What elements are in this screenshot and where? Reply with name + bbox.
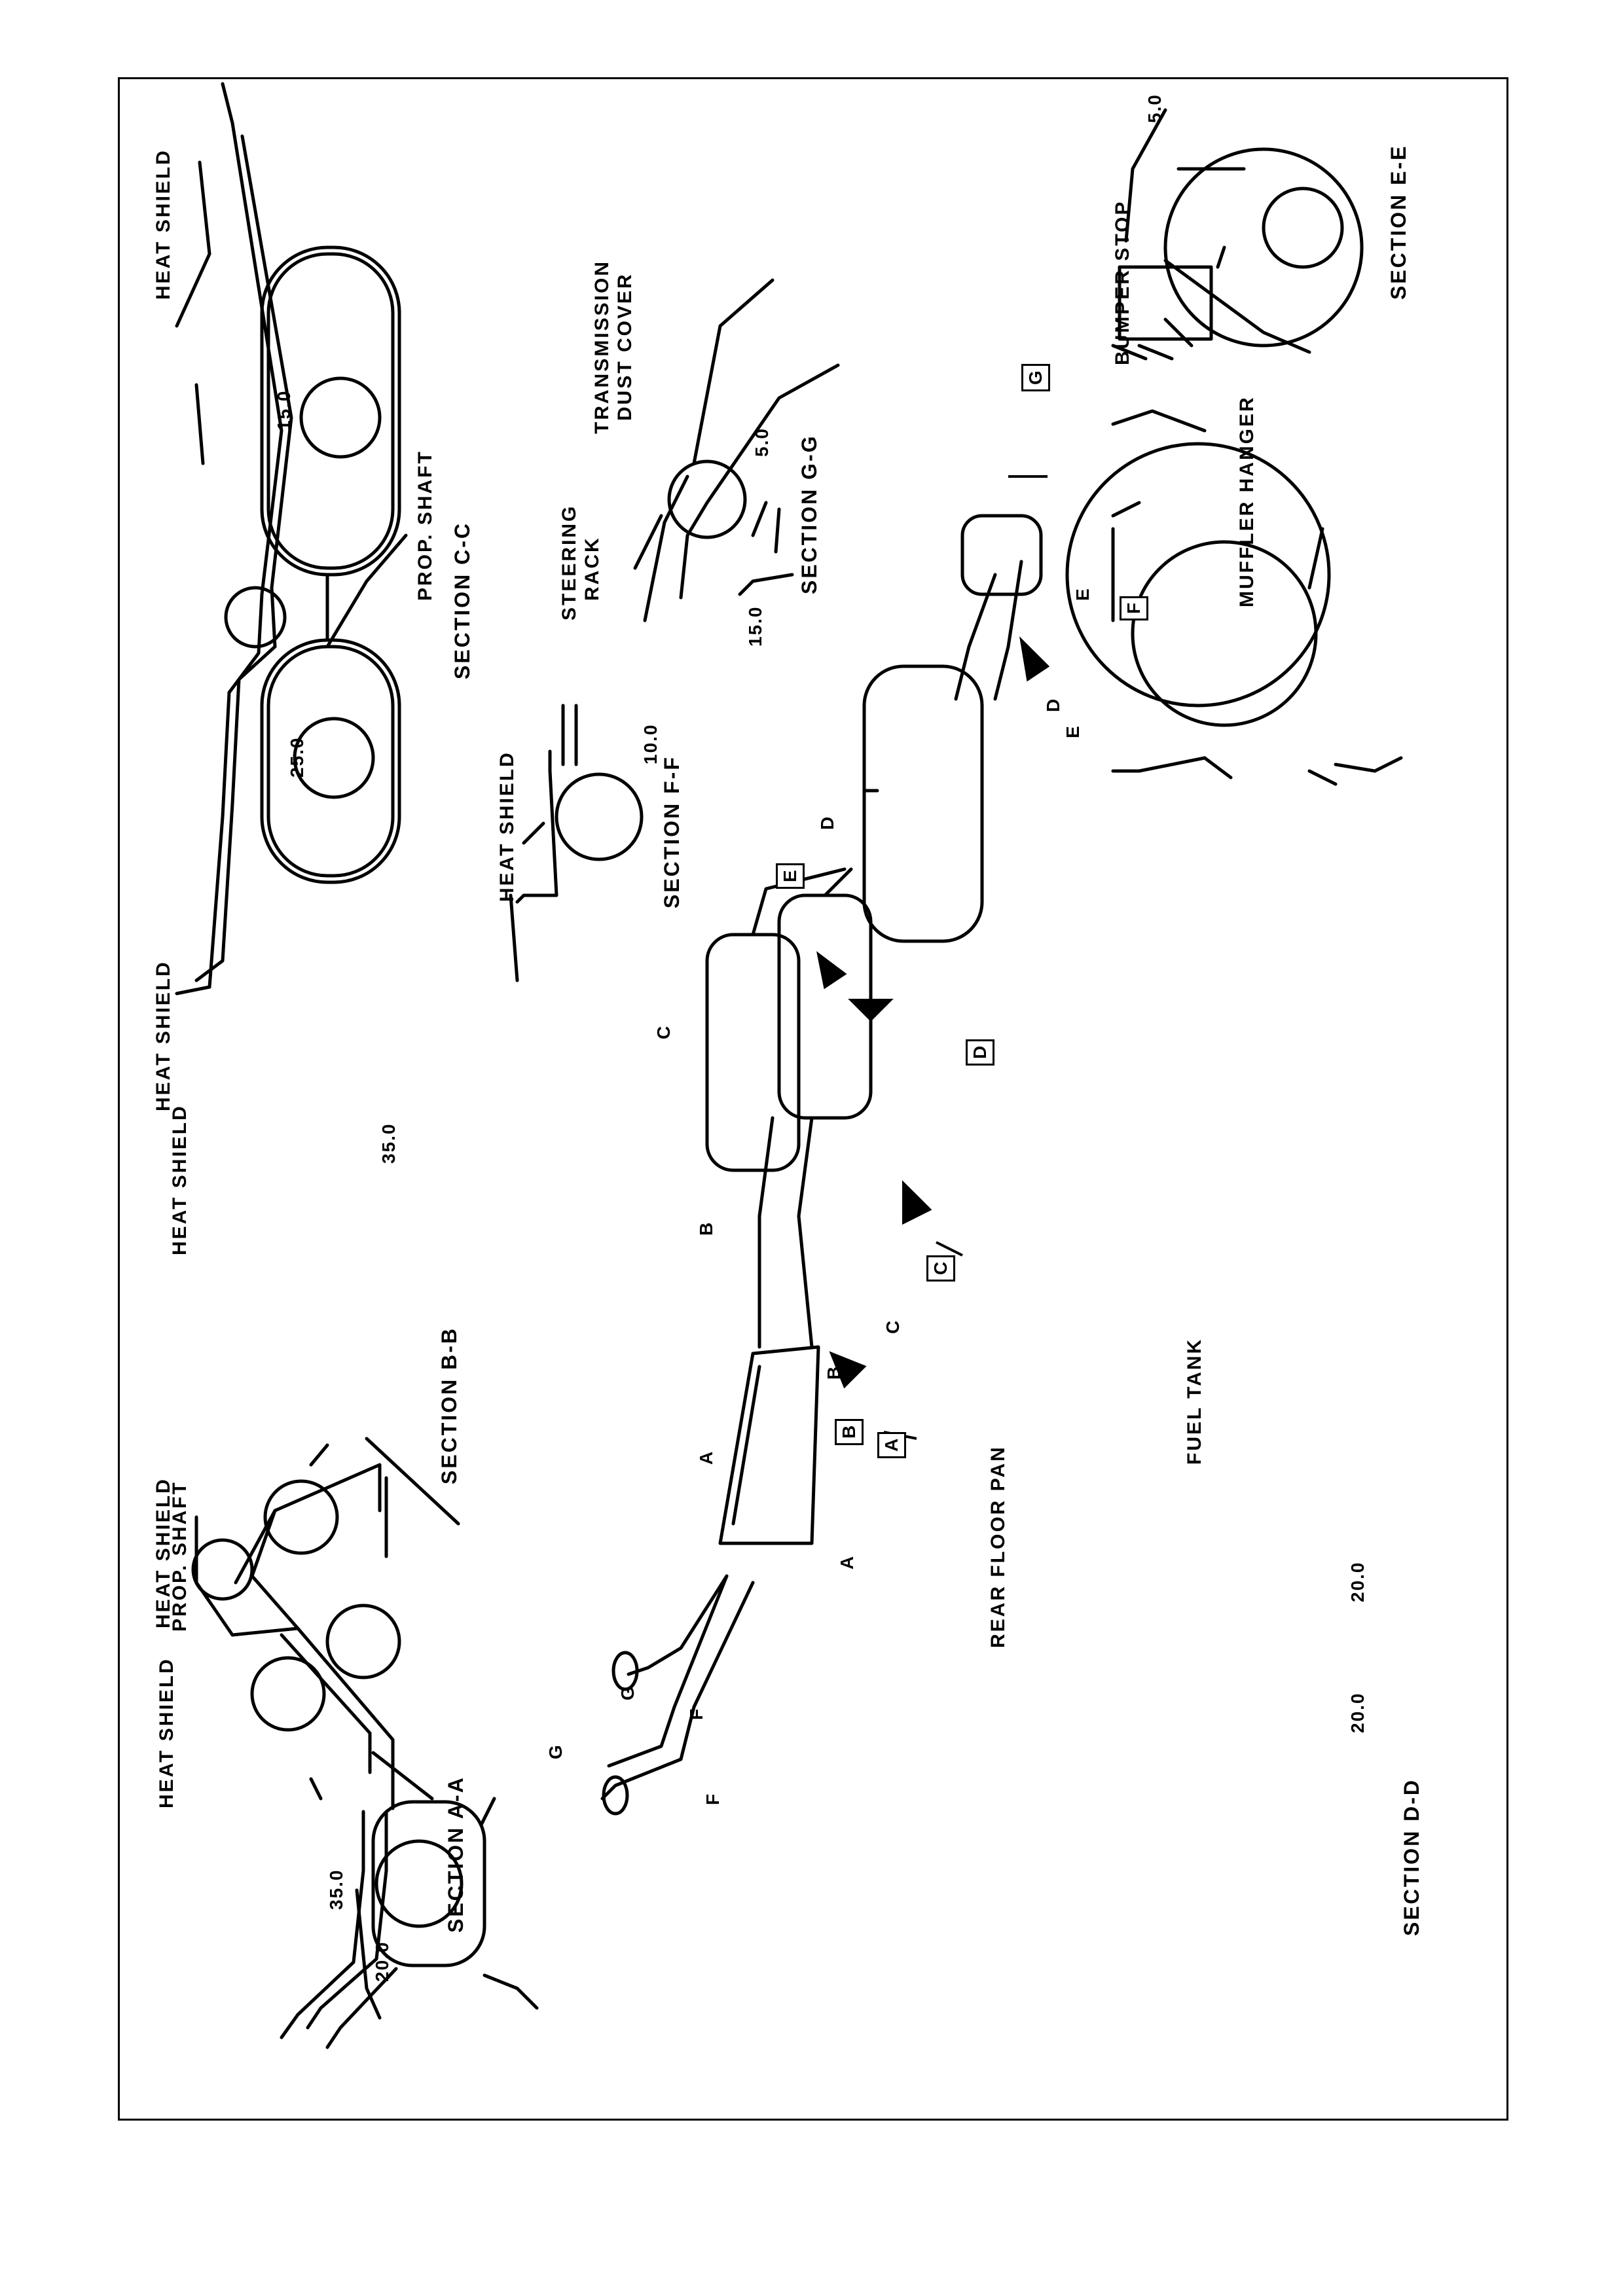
- callout-g-1: G: [617, 1686, 638, 1700]
- cc-heat-shield-label: HEAT SHIELD: [153, 149, 174, 300]
- callout-c-2: C: [883, 1320, 903, 1334]
- section-aa-drawing: [280, 1764, 539, 2049]
- exhaust-assembly: [600, 514, 1043, 1816]
- dim-bb-35-a: 35.0: [326, 1869, 346, 1910]
- bumper-stop-label: BUMPER STOP: [1112, 200, 1133, 365]
- section-ee-drawing: [1111, 108, 1364, 361]
- view-marker-d: D: [966, 1039, 994, 1066]
- dim-cc-15: 15.0: [274, 389, 294, 431]
- section-gg-drawing: [633, 278, 840, 622]
- dim-ee-5: 5.0: [1144, 94, 1165, 123]
- section-dd-title: SECTION D-D: [1400, 1778, 1423, 1936]
- callout-d-2: D: [1043, 698, 1063, 712]
- dim-gg-15: 15.0: [745, 605, 765, 647]
- callout-g-2: G: [545, 1745, 566, 1759]
- dim-dd-20-a: 20.0: [1347, 1692, 1368, 1734]
- section-cc-title: SECTION C-C: [450, 522, 474, 679]
- callout-b-2: B: [824, 1366, 844, 1380]
- callout-c-1: C: [653, 1026, 674, 1039]
- dim-dd-20-b: 20.0: [1347, 1561, 1368, 1603]
- drawing-frame: [118, 77, 1508, 2121]
- muffler-hanger-label: MUFFLER HANGER: [1236, 395, 1258, 607]
- callout-e-2: E: [1063, 726, 1083, 738]
- dim-cc-25: 25.0: [287, 736, 307, 778]
- view-marker-g: G: [1021, 364, 1050, 391]
- bb-heat-shield-label-b: HEAT SHIELD: [169, 1104, 191, 1255]
- callout-f-1: F: [686, 1708, 706, 1720]
- view-marker-e: E: [776, 863, 805, 889]
- rack-label: RACK: [581, 536, 603, 601]
- view-marker-b: B: [835, 1418, 864, 1445]
- ff-heat-shield-label: HEAT SHIELD: [496, 751, 518, 902]
- section-ff-title: SECTION F-F: [660, 755, 684, 908]
- section-bb-title: SECTION B-B: [437, 1327, 461, 1484]
- view-marker-a: A: [877, 1431, 906, 1458]
- callout-e-1: E: [1072, 588, 1093, 601]
- callout-a-2: A: [837, 1556, 857, 1570]
- callout-b-1: B: [696, 1222, 716, 1236]
- dust-cover-label: DUST COVER: [614, 272, 636, 421]
- section-cc-drawing: [175, 82, 408, 996]
- rear-floor-pan-label: REAR FLOOR PAN: [987, 1445, 1009, 1648]
- section-dd-drawing: [1065, 409, 1403, 786]
- callout-f-2: F: [702, 1793, 723, 1805]
- steering-label: STEERING: [558, 504, 580, 620]
- aa-heat-shield-label: HEAT SHIELD: [156, 1657, 177, 1808]
- bb-heat-shield-label-c: HEAT SHIELD: [153, 960, 174, 1111]
- view-arrows: [816, 475, 1050, 1440]
- cc-prop-shaft-label: PROP. SHAFT: [414, 450, 436, 601]
- bb-heat-shield-label-a: HEAT SHIELD: [153, 1477, 174, 1628]
- dim-gg-5: 5.0: [752, 427, 772, 457]
- dim-aa-20: 20.0: [372, 1941, 392, 1982]
- fuel-tank-label: FUEL TANK: [1184, 1337, 1205, 1465]
- section-aa-title: SECTION A-A: [444, 1776, 467, 1933]
- transmission-label: TRANSMISSION: [591, 259, 613, 434]
- callout-d-1: D: [817, 816, 837, 830]
- section-bb-drawing: [191, 1437, 460, 1801]
- view-marker-f: F: [1120, 596, 1148, 620]
- dim-ff-10: 10.0: [640, 723, 661, 765]
- dim-bb-35-b: 35.0: [378, 1122, 399, 1164]
- callout-a-1: A: [696, 1451, 716, 1465]
- section-gg-title: SECTION G-G: [797, 434, 821, 594]
- section-ff-drawing: [509, 704, 644, 982]
- section-ee-title: SECTION E-E: [1387, 144, 1410, 300]
- view-marker-c: C: [926, 1255, 955, 1282]
